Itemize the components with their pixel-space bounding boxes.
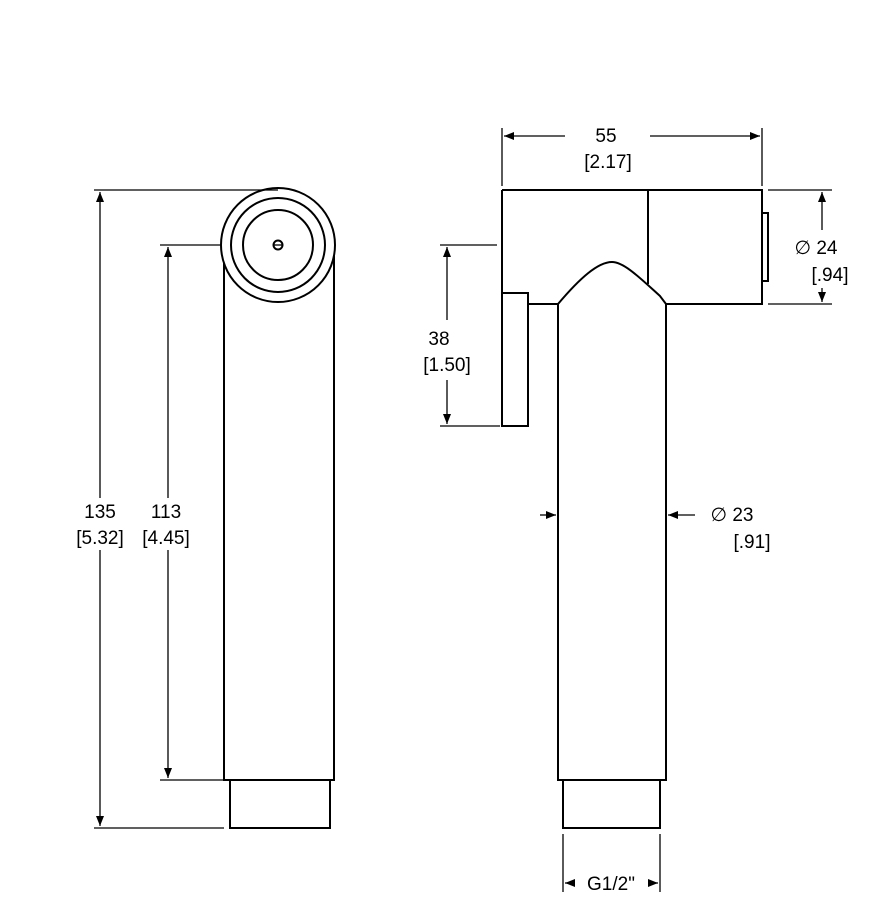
spray-head <box>502 189 763 305</box>
spray-face-tab <box>761 212 769 282</box>
handle-body <box>557 304 667 781</box>
dim-label-inch: [.91] <box>734 532 771 553</box>
dim-overall-height: 135 [5.32] <box>76 189 278 829</box>
dim-head-diameter: ∅ 24 [.94] <box>768 189 849 305</box>
dim-label-mm: 38 <box>428 329 449 350</box>
handle-body <box>223 245 335 781</box>
dim-label-mm: 113 <box>151 502 181 523</box>
thread-stub <box>229 779 331 829</box>
dim-label-inch: [5.32] <box>76 528 124 549</box>
dim-label-mm: 55 <box>595 126 616 147</box>
dim-trigger-height: 38 [1.50] <box>423 244 500 427</box>
head-middle-ring <box>230 197 326 293</box>
dim-label-mm: ∅ 24 <box>795 238 838 259</box>
dim-thread: G1/2" <box>562 834 661 895</box>
spray-face <box>242 209 314 281</box>
dim-label-mm: ∅ 23 <box>711 505 754 526</box>
dim-label-mm: 135 <box>84 502 116 523</box>
front-view <box>220 187 336 829</box>
dim-label-inch: [2.17] <box>584 152 632 173</box>
trigger-lever <box>501 292 529 427</box>
dim-head-length: 55 [2.17] <box>501 126 763 186</box>
thread-stub <box>562 779 661 829</box>
dim-label-inch: [4.45] <box>142 528 190 549</box>
dim-label-inch: [1.50] <box>423 355 471 376</box>
side-view <box>501 189 769 829</box>
dim-label-inch: [.94] <box>812 265 849 286</box>
dim-body-height: 113 [4.45] <box>142 244 224 781</box>
dim-body-diameter: ∅ 23 [.91] <box>540 505 770 553</box>
dim-label-thread: G1/2" <box>587 874 635 895</box>
